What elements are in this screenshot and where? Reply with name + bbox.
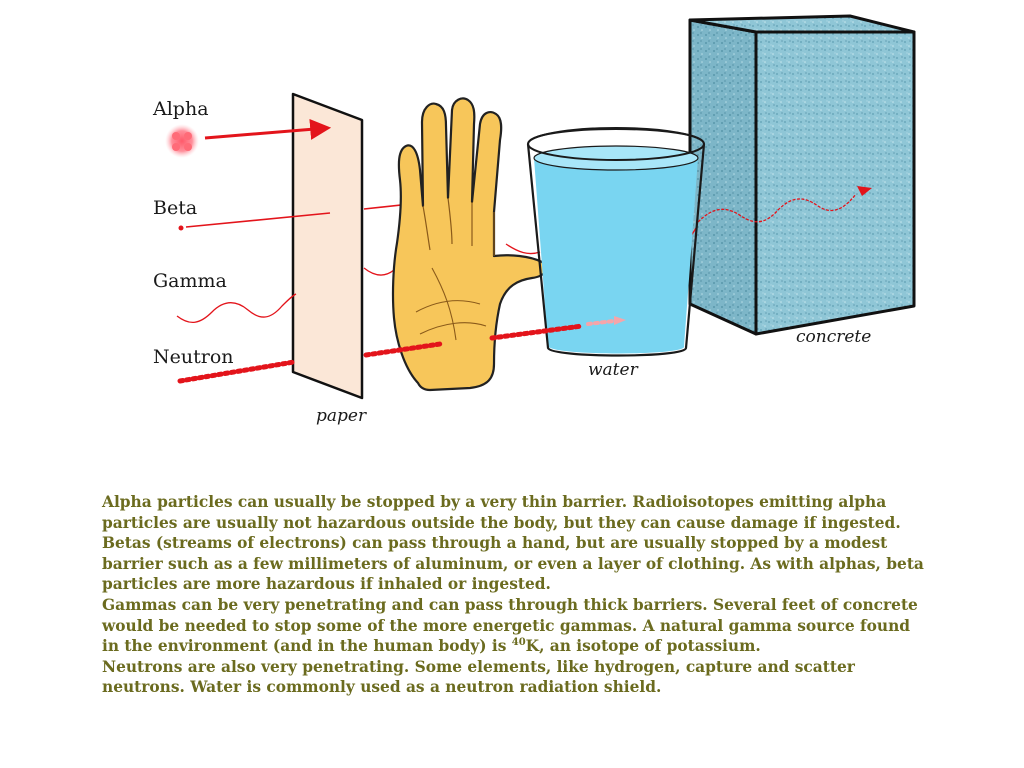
isotope-symbol: K [525,637,540,656]
alpha-explanation: Alpha particles can usually be stopped b… [102,493,901,532]
isotope-mass-number: 40 [511,637,526,649]
beta-label: Beta [153,197,197,219]
neutron-explanation: Neutrons are also very penetrating. Some… [102,657,855,697]
radiation-penetration-diagram: Alpha Beta Gamma Neutron paper water con… [152,14,916,426]
neutron-label: Neutron [153,346,234,368]
paper-label: paper [316,406,367,426]
alpha-label: Alpha [152,98,209,120]
explanation-text: Alpha particles can usually be stopped b… [102,492,924,698]
gamma-explanation: Gammas can be very penetrating and can p… [102,595,924,657]
gamma-explanation-end: , an isotope of potassium. [539,637,761,656]
water-glass-icon [526,127,706,357]
alpha-particle-icon [165,124,199,158]
hand-icon [391,97,548,392]
gamma-explanation-start: Gammas can be very penetrating and can p… [102,595,918,656]
paper-sheet-icon [291,92,364,400]
beta-explanation: Betas (streams of electrons) can pass th… [102,534,924,594]
gamma-label: Gamma [153,270,227,292]
concrete-block-icon [688,14,916,336]
alpha-ray [165,118,332,158]
concrete-label: concrete [796,327,871,347]
neutron-ray [177,316,626,384]
water-label: water [588,360,639,380]
